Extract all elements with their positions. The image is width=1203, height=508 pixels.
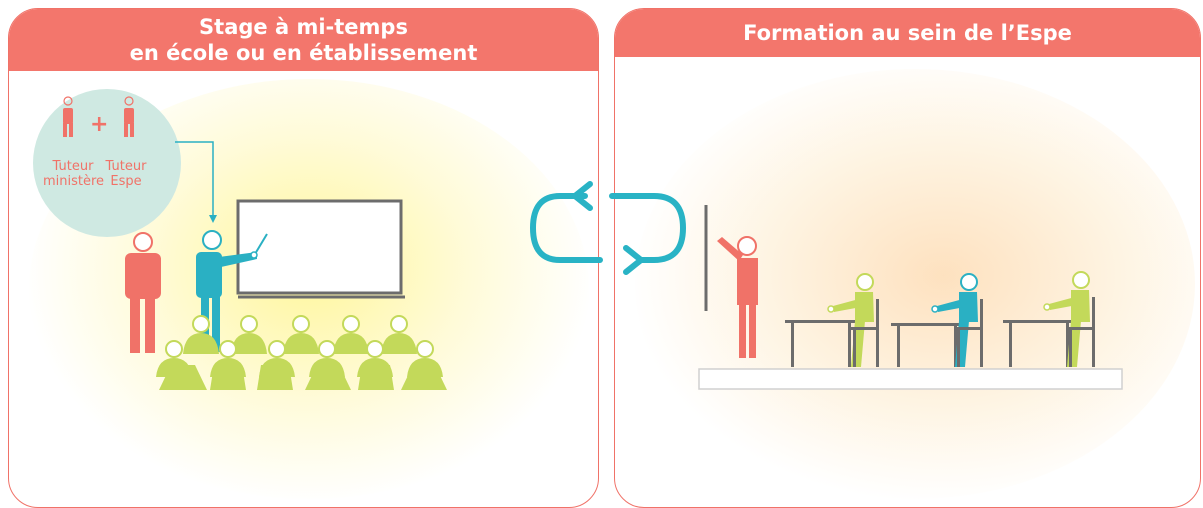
student-body — [305, 365, 351, 390]
background-glow — [635, 69, 1195, 499]
person-icon — [125, 232, 161, 353]
student-body — [358, 365, 394, 390]
plus-sign: + — [90, 112, 109, 137]
tutors-bubble — [33, 89, 181, 237]
panel-title-line1: Stage à mi-temps — [199, 15, 408, 39]
student-icon — [381, 315, 417, 354]
desk-icon — [785, 320, 855, 367]
person-icon — [63, 96, 73, 137]
student-body — [257, 365, 293, 390]
connector-line — [175, 141, 214, 217]
students-group — [156, 315, 447, 390]
tutor-ministere-line1: Tuteur — [52, 159, 94, 174]
pointer-icon — [254, 233, 268, 255]
tutor-ministere-line2: ministère — [43, 174, 105, 189]
student-icon — [333, 315, 369, 354]
desk-group-2 — [891, 273, 983, 367]
teacher-hand — [250, 251, 258, 259]
person-icon — [717, 236, 758, 358]
desk-icon — [891, 323, 961, 367]
desk-group-1 — [785, 273, 879, 367]
desk-group-3 — [1003, 271, 1095, 367]
panel-header-formation: Formation au sein de l’Espe — [615, 9, 1200, 57]
cycle-arrows-icon — [529, 181, 687, 275]
tutor-espe-line2: Espe — [110, 174, 142, 189]
panel-stage: Stage à mi-temps en école ou en établiss… — [8, 8, 599, 508]
tutor-espe-label: Tuteur Espe — [101, 159, 151, 189]
student-icon — [231, 315, 267, 354]
chair-icon — [851, 299, 879, 367]
student-body — [159, 365, 207, 390]
panel-title: Formation au sein de l’Espe — [743, 21, 1072, 45]
student-icon — [827, 273, 874, 367]
panel-title-line2: en école ou en établissement — [129, 41, 478, 65]
classroom-illustration — [63, 96, 447, 390]
tutor-espe-line1: Tuteur — [105, 159, 147, 174]
chair-icon — [955, 299, 983, 367]
whiteboard-icon — [236, 199, 405, 299]
desk-icon — [1003, 320, 1073, 367]
student-body — [210, 365, 246, 390]
panel-formation: Formation au sein de l’Espe — [614, 8, 1201, 508]
panel-header-stage: Stage à mi-temps en école ou en établiss… — [9, 9, 598, 71]
lecture-illustration — [698, 205, 1123, 390]
student-body — [401, 365, 447, 390]
chair-icon — [1067, 297, 1095, 367]
student-icon — [183, 315, 219, 354]
tutor-ministere-label: Tuteur ministère — [43, 159, 105, 189]
student-icon — [283, 315, 319, 354]
person-icon — [124, 96, 134, 137]
floor-platform — [698, 368, 1123, 390]
connector-arrowhead — [209, 215, 217, 223]
